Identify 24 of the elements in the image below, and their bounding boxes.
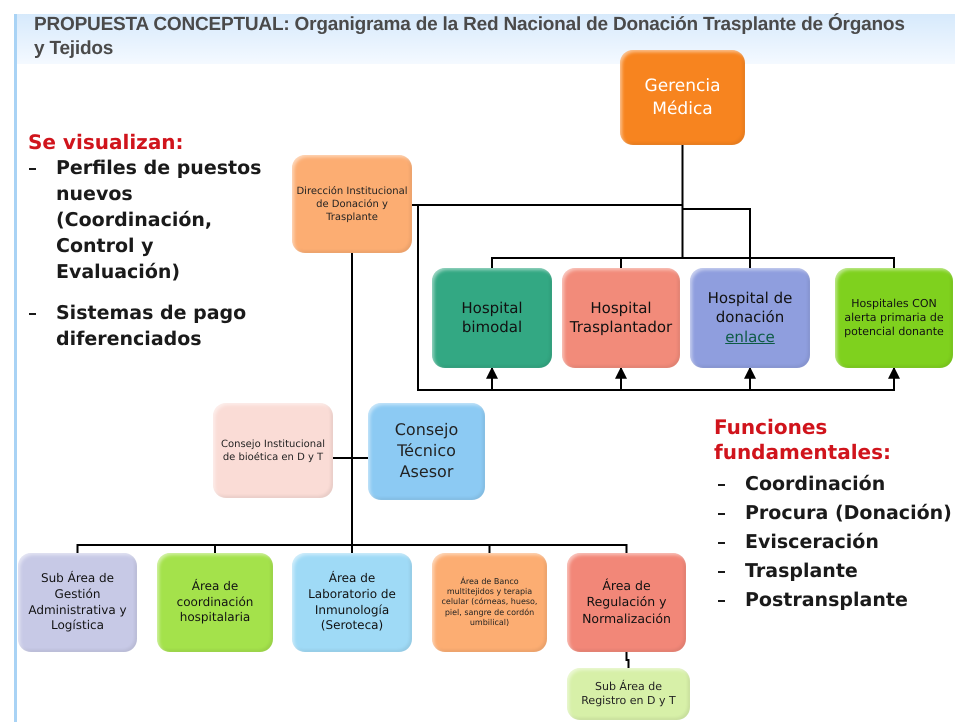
list-item: Coordinación xyxy=(745,472,886,497)
list-item: Postransplante xyxy=(745,588,909,613)
org-box: Gerencia Médica xyxy=(620,50,745,145)
list-heading: Funciones fundamentales: xyxy=(714,415,892,465)
org-box: Hospital de donación enlace xyxy=(690,268,810,368)
org-box: Área de Regulación y Normalización xyxy=(567,553,686,652)
org-box: Hospitales CON alerta primaria de potencial donante xyxy=(835,268,953,368)
org-box: Dirección Institucional de Donación y Trasplante xyxy=(292,155,412,253)
org-box: Consejo Institucional de bioética en D y T xyxy=(213,403,333,498)
list-heading: Se visualizan: xyxy=(28,130,185,155)
org-box: Sub Área de Registro en D y T xyxy=(567,668,690,720)
list-item: Sistemas de pago diferenciados xyxy=(56,301,248,352)
org-box: Consejo Técnico Asesor xyxy=(368,403,485,500)
org-box: Área de coordinación hospitalaria xyxy=(157,553,273,652)
org-box: Hospital Trasplantador xyxy=(562,268,680,368)
list-item: Evisceración xyxy=(745,530,880,555)
org-box: Área de Laboratorio de Inmunología (Seroteca) xyxy=(292,553,412,652)
org-box: Área de Banco multitejidos y terapia celular (córneas, hueso, piel, sangre de cordón umbilical) xyxy=(432,553,547,652)
list-item: Procura (Donación) xyxy=(745,501,953,526)
connector xyxy=(626,652,630,668)
list-item: Trasplante xyxy=(745,559,859,584)
org-box: Sub Área de Gestión Administrativa y Logística xyxy=(18,553,137,652)
org-box: Hospital bimodal xyxy=(432,268,552,368)
list-item: Perfiles de puestos nuevos (Coordinación, Control y Evaluación) xyxy=(56,156,262,285)
